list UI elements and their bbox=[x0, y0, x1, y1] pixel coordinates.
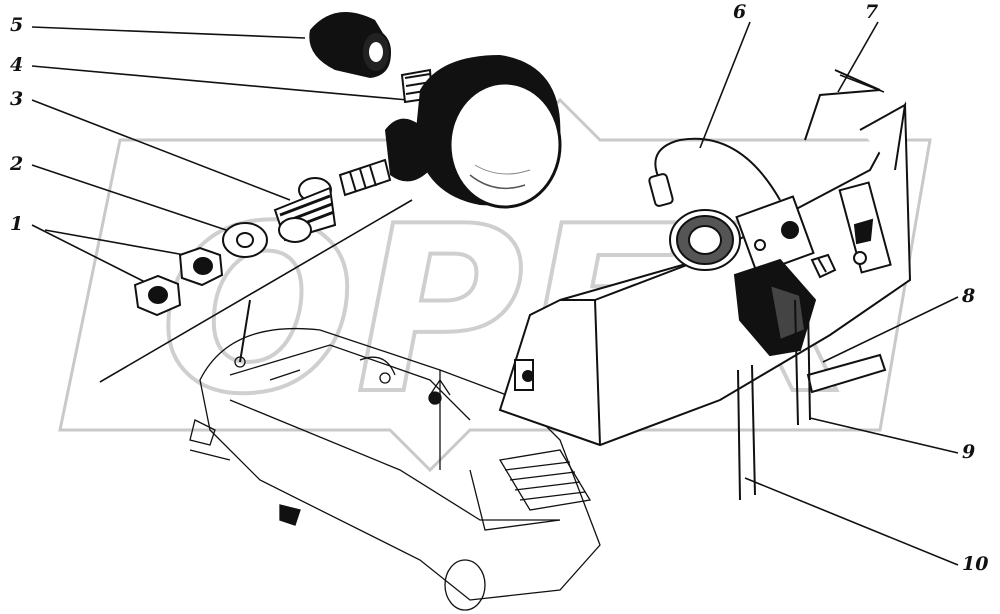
leader-10 bbox=[744, 477, 959, 566]
leader-2 bbox=[31, 164, 233, 233]
leader-6 bbox=[699, 21, 751, 149]
callout-2: 2 bbox=[10, 153, 24, 175]
callout-5: 5 bbox=[10, 14, 24, 36]
knob-cap-part-5 bbox=[309, 12, 391, 78]
spring-part-3 bbox=[273, 177, 337, 243]
pointer-line bbox=[239, 299, 251, 363]
leader-5 bbox=[31, 26, 306, 39]
cable-part-6 bbox=[654, 137, 781, 201]
rod-part-10 bbox=[737, 364, 756, 501]
mounting-bracket bbox=[498, 101, 912, 447]
leader-8 bbox=[822, 296, 959, 363]
leader-lines bbox=[31, 21, 959, 566]
leader-7 bbox=[837, 21, 879, 93]
callout-10: 10 bbox=[962, 553, 989, 575]
nuts-part-1 bbox=[133, 246, 224, 317]
callout-7: 7 bbox=[865, 1, 879, 23]
callout-6: 6 bbox=[733, 1, 747, 23]
assembly-axis-line bbox=[99, 199, 413, 383]
washer-part-2 bbox=[222, 222, 268, 258]
rod-part-8 bbox=[806, 353, 887, 394]
wire-part-7 bbox=[804, 69, 881, 141]
rod-part-9 bbox=[794, 299, 811, 426]
switch-panel bbox=[735, 181, 892, 275]
callout-3: 3 bbox=[10, 88, 24, 110]
gauge-unit bbox=[669, 209, 741, 271]
leader-1b bbox=[44, 229, 186, 256]
lamp-housing-part-4 bbox=[338, 55, 562, 209]
callout-9: 9 bbox=[962, 441, 976, 463]
truck-cab-outline bbox=[189, 327, 601, 611]
callout-4: 4 bbox=[10, 54, 24, 76]
leader-3 bbox=[31, 99, 291, 201]
leader-4 bbox=[31, 65, 409, 101]
leader-1a bbox=[31, 224, 146, 283]
callout-1: 1 bbox=[10, 213, 24, 235]
leader-9 bbox=[809, 417, 959, 454]
callout-8: 8 bbox=[962, 285, 976, 307]
